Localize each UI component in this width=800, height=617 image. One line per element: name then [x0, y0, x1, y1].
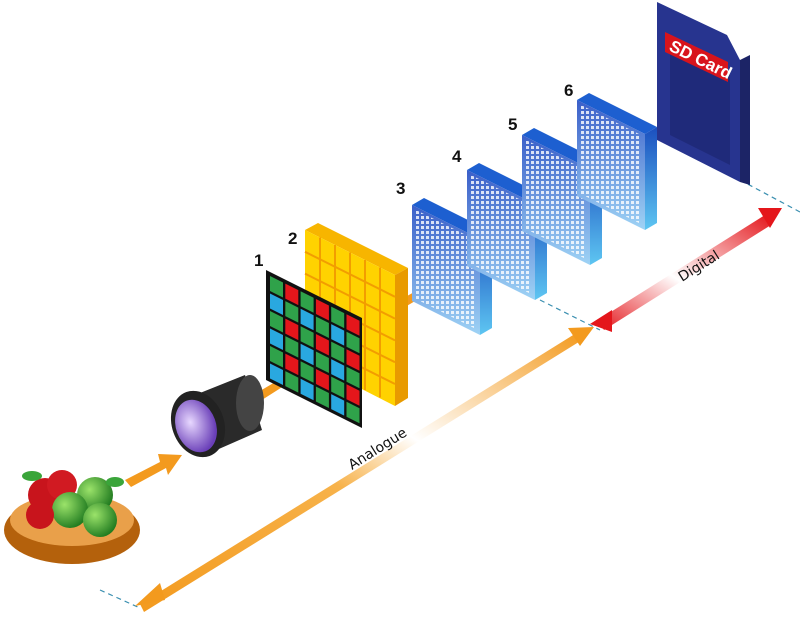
- bayer-cell: [315, 298, 329, 321]
- digital-arrow: Digital: [590, 208, 782, 332]
- bayer-cell: [331, 359, 345, 381]
- bayer-cell: [346, 384, 360, 406]
- bayer-cell: [331, 394, 345, 416]
- bayer-cell: [270, 293, 283, 315]
- stage-label-5: 5: [508, 115, 517, 134]
- bayer-cell: [346, 314, 360, 336]
- bayer-cell: [270, 311, 283, 333]
- bayer-cell: [315, 351, 329, 373]
- bayer-cell: [315, 333, 329, 356]
- bayer-cell: [300, 343, 314, 366]
- bayer-cell: [285, 301, 299, 323]
- bayer-cell: [285, 283, 299, 306]
- camera-lens: [170, 375, 264, 458]
- bayer-cell: [315, 386, 329, 408]
- stage-label-4: 4: [452, 147, 462, 166]
- bayer-cell: [285, 318, 299, 341]
- bayer-cell: [315, 368, 329, 391]
- bayer-cell: [346, 349, 360, 371]
- stage-label-6: 6: [564, 81, 573, 100]
- panel-1-bayer-sensor: 1: [254, 251, 362, 428]
- bayer-cell: [270, 346, 283, 368]
- bayer-cell: [285, 353, 299, 376]
- bayer-cell: [285, 336, 299, 358]
- sd-card: SD Card: [657, 2, 750, 185]
- bayer-cell: [300, 291, 314, 313]
- bayer-cell: [315, 316, 329, 338]
- stage-label-1: 1: [254, 251, 263, 270]
- bayer-cell: [270, 276, 283, 298]
- bayer-cell: [331, 341, 345, 364]
- bayer-cell: [331, 324, 345, 346]
- dashed-guides: [99, 179, 800, 609]
- bayer-cell: [346, 401, 360, 424]
- bayer-cell: [346, 331, 360, 354]
- digital-label: Digital: [676, 248, 723, 286]
- apple-bowl: [4, 470, 140, 564]
- stage-label-2: 2: [288, 229, 297, 248]
- bayer-cell: [300, 361, 314, 383]
- bayer-cell: [300, 326, 314, 348]
- bayer-cell: [346, 366, 360, 389]
- stage-label-3: 3: [396, 179, 405, 198]
- panel-6-processing-stage: [577, 93, 657, 230]
- bayer-cell: [331, 306, 345, 329]
- bayer-cell: [331, 376, 345, 399]
- bayer-cell: [285, 371, 299, 393]
- stage-labels-3-6: 3 4 5 6: [396, 81, 573, 198]
- bayer-cell: [300, 378, 314, 401]
- bayer-cell: [300, 308, 314, 331]
- bayer-cell: [270, 363, 283, 385]
- bayer-cell: [270, 328, 283, 350]
